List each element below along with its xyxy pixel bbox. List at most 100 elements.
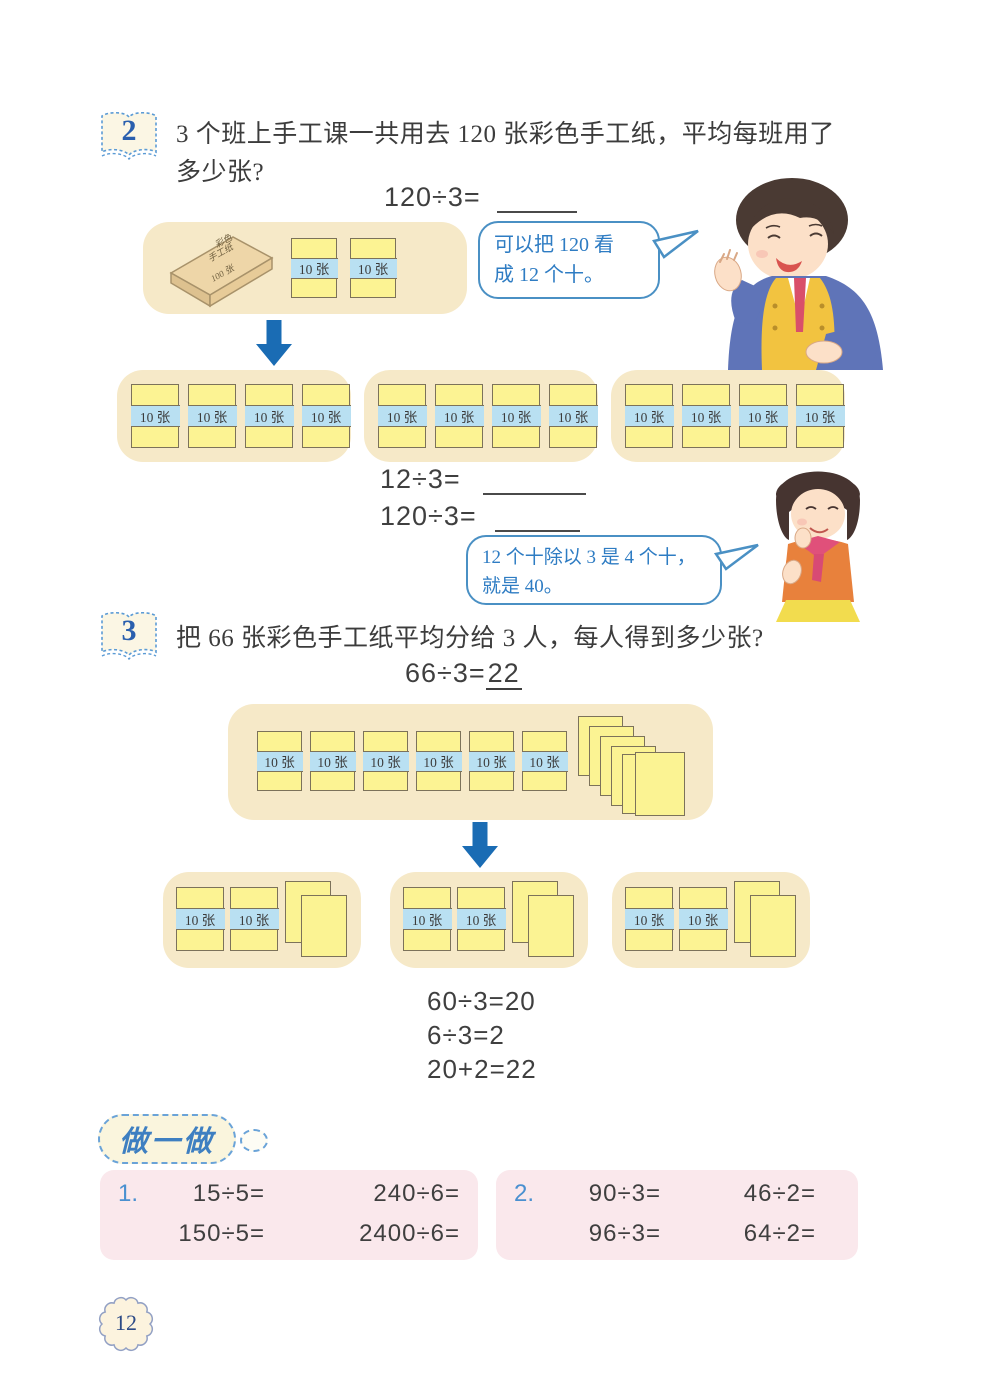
equation-120-div-3-again: 120÷3= [380,501,580,532]
equation-66-div-3: 66÷3=22 [405,658,522,690]
girl-bubble-line2: 就是 40。 [482,575,563,597]
group-box-class1: 10 张 10 张 10 张 10 张 [117,370,351,462]
problem2-text-line1: 3 个班上手工课一共用去 120 张彩色手工纸，平均每班用了 [176,121,835,148]
step-equation-3: 20+2=22 [427,1054,537,1084]
practice-group-1: 1. 15÷5= 240÷6= 150÷5= 2400÷6= [100,1170,478,1260]
bubble-tail [652,229,699,259]
paper-bundle: 10 张 [678,887,728,951]
problem3-text: 把 66 张彩色手工纸平均分给 3 人，每人得到多少张? [176,625,764,652]
exercise-item: 15÷5= [192,1180,265,1207]
bundle-label: 10 张 [229,907,279,931]
loose-sheet [635,752,685,816]
boy-illustration [714,178,883,370]
paper-bundle: 10 张 [456,887,506,951]
problem2-book-badge: 2 [97,108,161,166]
exercise-item: 46÷2= [743,1180,816,1207]
exercise-item: 64÷2= [743,1220,816,1247]
paper-bundle: 10 张 [301,384,351,448]
bundle-label: 10 张 [309,750,356,772]
bundle-label: 10 张 [681,404,731,428]
exercise-item: 2400÷6= [359,1220,460,1247]
page-number: 12 [115,1310,137,1335]
bundle-label: 10 张 [491,404,541,428]
down-arrow-icon [256,320,292,366]
step-equation-2: 6÷3=2 [427,1020,505,1050]
page-number-badge: 12 [98,1296,154,1352]
exercise-item: 240÷6= [373,1180,460,1207]
boy-speech-bubble: 可以把 120 看 成 12 个十。 [478,221,699,299]
group-box-whole: 彩色 手工纸 100 张 10 张 10 张 [143,222,467,314]
bundle-label: 10 张 [175,907,225,931]
equation-text: 66÷3= [405,658,486,688]
answer-blank [496,187,577,213]
problem3-book-badge: 3 [97,608,161,666]
bundle-label: 10 张 [624,907,674,931]
exercise-item: 90÷3= [588,1180,661,1207]
paper-bundle: 10 张 [548,384,598,448]
bubble-tail [713,543,759,571]
bundle-label: 10 张 [244,404,294,428]
bundle-label: 10 张 [301,404,351,428]
girl-illustration [775,471,861,622]
bundle-label: 10 张 [415,750,462,772]
paper-bundle: 10 张 [229,887,279,951]
bundle-label: 10 张 [521,750,568,772]
step-equation-1: 60÷3=20 [427,986,536,1016]
loose-sheet [301,895,347,957]
paper-bundle: 10 张 [681,384,731,448]
paper-bundle: 10 张 [415,731,462,791]
bundle-label: 10 张 [187,404,237,428]
scalloped-circle-icon [99,1297,153,1351]
answer-blank [494,506,580,532]
bundle-label: 10 张 [678,907,728,931]
badge-dot [240,1129,268,1152]
paper-bundle: 10 张 [521,731,568,791]
girl-bubble-line1: 12 个十除以 3 是 4 个十， [482,547,696,568]
problem2-text-line2: 多少张? [176,159,265,186]
paper-bundle: 10 张 [309,731,356,791]
paper-bundle: 10 张 [175,887,225,951]
paper-bundle: 10 张 [256,731,303,791]
exercise-item: 150÷5= [178,1220,265,1247]
girl-speech-bubble: 12 个十除以 3 是 4 个十， 就是 40。 [466,535,759,605]
paper-bundle: 10 张 [434,384,484,448]
paper-bundle: 10 张 [377,384,427,448]
bundle-label: 10 张 [434,404,484,428]
equation-120-div-3: 120÷3= [384,182,577,213]
equation-text: 120÷3= [380,501,477,531]
bundle-label: 10 张 [362,750,409,772]
bundle-label: 10 张 [795,404,845,428]
group-box-person2: 10 张 10 张 [390,872,588,968]
group-box-class3: 10 张 10 张 10 张 10 张 [611,370,845,462]
practice-section-badge: 做一做 [98,1114,268,1164]
open-book-icon [101,611,157,661]
paper-bundle: 10 张 [290,238,338,298]
group-box-66-sheets: 10 张 10 张 10 张 10 张 10 张 10 张 [228,704,713,820]
equation-text: 120÷3= [384,182,481,212]
paper-bundle: 10 张 [402,887,452,951]
down-arrow-icon [462,822,498,868]
practice-2-number: 2. [514,1180,535,1207]
bundle-label: 10 张 [402,907,452,931]
bundle-label: 10 张 [377,404,427,428]
practice-title: 做一做 [98,1114,236,1164]
open-book-icon [101,111,157,161]
answer-blank [482,469,586,495]
bundle-label: 10 张 [256,750,303,772]
problem3-number: 3 [121,614,137,647]
paper-bundle: 10 张 [624,887,674,951]
bundle-label: 10 张 [738,404,788,428]
problem2-number: 2 [121,114,137,147]
paper-bundle: 10 张 [362,731,409,791]
exercise-item: 96÷3= [588,1220,661,1247]
bundle-label: 10 张 [290,257,338,279]
paper-bundle: 10 张 [244,384,294,448]
bundle-label: 10 张 [548,404,598,428]
bundle-label: 10 张 [624,404,674,428]
loose-sheet [528,895,574,957]
boy-bubble-line2: 成 12 个十。 [494,264,604,286]
loose-sheet [750,895,796,957]
group-box-class2: 10 张 10 张 10 张 10 张 [364,370,598,462]
paper-bundle: 10 张 [738,384,788,448]
